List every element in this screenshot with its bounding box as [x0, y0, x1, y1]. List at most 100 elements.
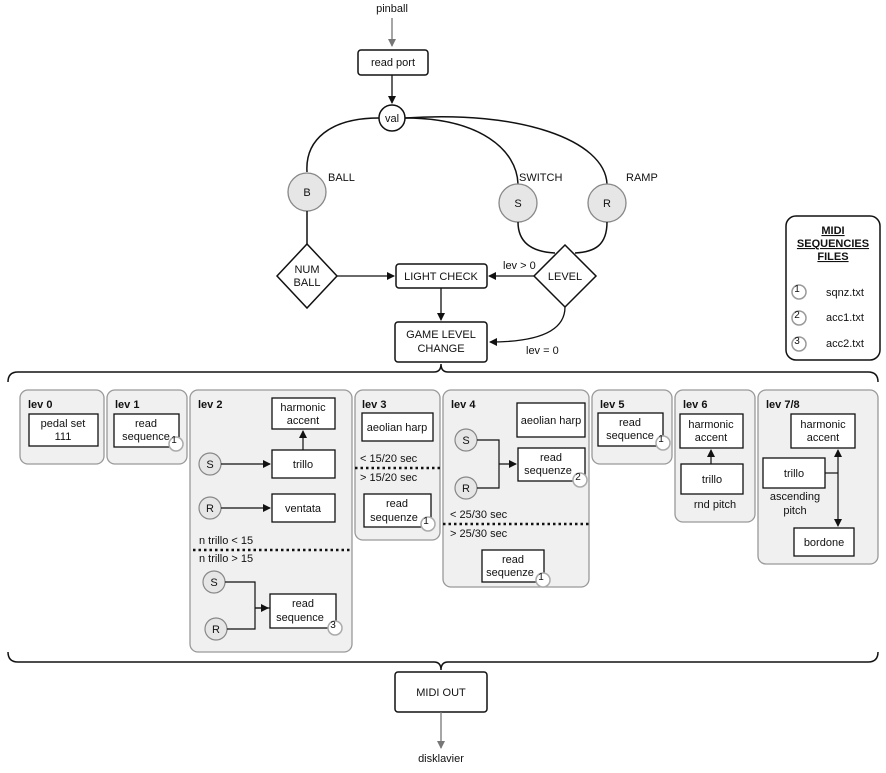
midi-files-title1: MIDI — [821, 225, 844, 237]
val-to-switch-curve — [404, 117, 519, 185]
lev0-title: lev 0 — [28, 399, 52, 411]
lev2-title: lev 2 — [198, 399, 222, 411]
lev3-badge — [420, 516, 436, 532]
lev2-harmonic-line1: harmonic — [280, 402, 326, 414]
light-check-label: LIGHT CHECK — [404, 271, 478, 283]
lev5-read-box — [597, 412, 664, 447]
lev4-badge — [572, 472, 588, 488]
lev3-aeolian-label: aeolian harp — [367, 422, 428, 434]
lev2-ventata-box — [271, 493, 336, 523]
lev3-title: lev 3 — [362, 399, 386, 411]
lev2-ventata-label: ventata — [285, 503, 322, 515]
lev78-harmonic-box — [790, 413, 856, 449]
lev2-trillo-label: trillo — [293, 459, 313, 471]
lev4-read2-line2: sequenze — [486, 567, 534, 579]
lev1-badge — [168, 436, 184, 452]
lev2-trillo-box — [271, 449, 336, 479]
lev2-s-letter: S — [206, 459, 213, 471]
ball-node-letter: B — [303, 187, 310, 199]
lev4-cond-gt: > 25/30 sec — [450, 528, 508, 540]
lev6-trillo-box — [680, 463, 744, 495]
file-name-3: acc2.txt — [826, 338, 864, 350]
lev4-aeolian-label: aeolian harp — [521, 415, 582, 427]
read-port-label: read port — [371, 57, 415, 69]
lev2-badge-num: 3 — [330, 620, 336, 631]
lev3-read-box — [363, 493, 432, 528]
lev78-title: lev 7/8 — [766, 399, 800, 411]
midi-files-legend — [785, 215, 881, 361]
midi-files-title2: SEQUENCIES — [797, 238, 869, 250]
game-level-line1: GAME LEVEL — [406, 329, 476, 341]
top-brace — [7, 363, 879, 383]
lev2-cond-gt: n trillo > 15 — [199, 553, 253, 565]
lev4-r-letter: R — [462, 483, 470, 495]
file-badge-3 — [791, 336, 807, 352]
file-num-2: 2 — [794, 310, 800, 321]
lev4-read-line1: read — [540, 452, 562, 464]
lev2-harmonic-box — [271, 397, 336, 430]
lev4-s-letter: S — [462, 435, 469, 447]
lev0-pedal-line1: pedal set — [41, 418, 86, 430]
midi-out-label: MIDI OUT — [416, 687, 466, 699]
file-num-1: 1 — [794, 284, 800, 295]
lev6-title: lev 6 — [683, 399, 707, 411]
lev-gt0-label: lev > 0 — [503, 260, 536, 272]
bottom-brace — [7, 651, 879, 671]
lev78-harmonic-line1: harmonic — [800, 419, 846, 431]
lev-eq0-label: lev = 0 — [526, 345, 559, 357]
file-name-2: acc1.txt — [826, 312, 864, 324]
game-level-line2: CHANGE — [417, 343, 464, 355]
lev3-cond-gt: > 15/20 sec — [360, 472, 418, 484]
lev2-r-letter: R — [206, 503, 214, 515]
lev6-rnd-label: rnd pitch — [694, 499, 736, 511]
lev4-cond-lt: < 25/30 sec — [450, 509, 508, 521]
lev4-badge2 — [535, 572, 551, 588]
lev2-r2-letter: R — [212, 624, 220, 636]
lev3-read-line2: sequenze — [370, 512, 418, 524]
lev4-read2-line1: read — [502, 554, 524, 566]
lev2-read-line2: sequence — [276, 612, 324, 624]
lev78-asc-line1: ascending — [770, 491, 820, 503]
lev2-read-box — [269, 593, 337, 629]
level-label: LEVEL — [548, 271, 582, 283]
ramp-label: RAMP — [626, 172, 658, 184]
read-port-box — [357, 49, 429, 76]
ball-label: BALL — [328, 172, 355, 184]
switch-node-letter: S — [514, 198, 521, 210]
level-to-gamelevel-curve — [489, 306, 566, 346]
val-label: val — [385, 113, 399, 125]
lev78-bordone-box — [793, 527, 855, 557]
switch-to-level-curve — [517, 221, 556, 254]
game-level-change-box — [394, 321, 488, 363]
lev6-trillo-label: trillo — [702, 474, 722, 486]
num-ball-line1: NUM — [294, 264, 319, 276]
lev4-read-line2: sequenze — [524, 465, 572, 477]
ramp-node-letter: R — [603, 198, 611, 210]
lev2-cond-lt: n trillo < 15 — [199, 535, 253, 547]
lev1-read-line1: read — [135, 418, 157, 430]
lev1-title: lev 1 — [115, 399, 139, 411]
lev4-aeolian-box — [516, 402, 586, 438]
lev3-cond-lt: < 15/20 sec — [360, 453, 418, 465]
lev3-badge-num: 1 — [423, 516, 429, 527]
lev78-harmonic-line2: accent — [807, 432, 839, 444]
lev0-pedal-box — [28, 413, 99, 447]
lev5-badge — [655, 435, 671, 451]
midi-files-title3: FILES — [817, 251, 848, 263]
num-ball-line2: BALL — [294, 277, 321, 289]
lev3-aeolian-box — [361, 412, 434, 442]
val-to-ramp-curve — [404, 115, 608, 185]
switch-label: SWITCH — [519, 172, 562, 184]
lev4-badge-num: 2 — [575, 472, 581, 483]
ramp-to-level-curve — [574, 221, 608, 254]
lev1-read-box — [113, 413, 180, 448]
lev6-harmonic-line2: accent — [695, 432, 727, 444]
lev2-read-line1: read — [292, 598, 314, 610]
lev78-trillo-label: trillo — [784, 468, 804, 480]
lev2-badge — [327, 620, 343, 636]
lev5-badge-num: 1 — [658, 434, 664, 445]
file-num-3: 3 — [794, 336, 800, 347]
lev78-asc-line2: pitch — [783, 505, 806, 517]
file-name-1: sqnz.txt — [826, 287, 864, 299]
lev5-read-line1: read — [619, 417, 641, 429]
